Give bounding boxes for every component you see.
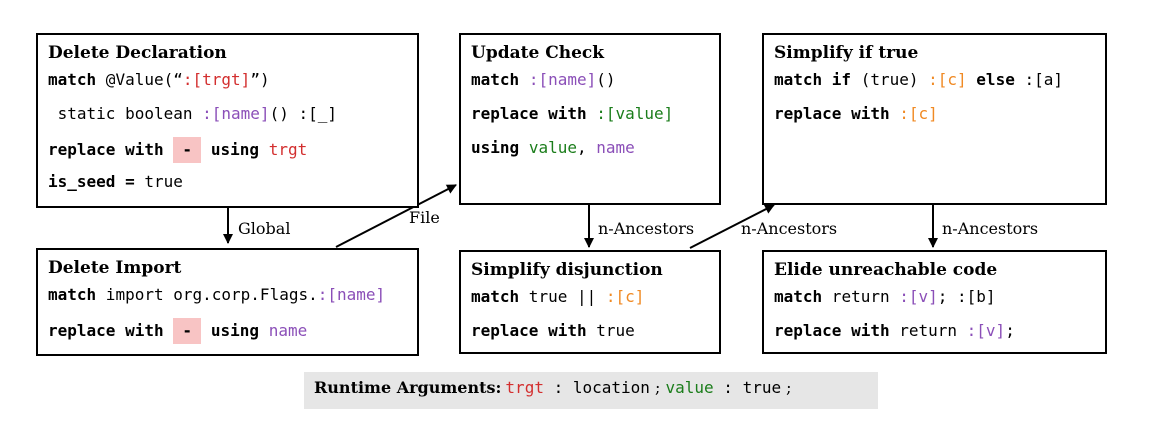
value-hole: :[value] [596,104,674,123]
match-line: match import org.corp.Flags.:[name] [48,284,417,318]
match-text: (true) [851,70,929,89]
edge-label-file: File [409,208,440,227]
rule-delete-import: Delete Import match import org.corp.Flag… [36,248,419,356]
rule-title: Delete Declaration [48,43,227,63]
match-text-2-end: () :[_] [269,104,337,123]
is-seed-value: true [144,172,183,191]
edge-label-global: Global [238,219,291,238]
c-hole: :[c] [605,287,645,306]
replace-line: replace with true [471,320,719,354]
rule-simplify-if-true: Simplify if true match if (true) :[c] el… [762,33,1107,205]
replace-keyword: replace with [471,104,587,123]
c-hole: :[c] [928,70,967,89]
match-keyword: match [48,70,97,89]
rule-elide-unreachable-code: Elide unreachable code match return :[v]… [762,250,1107,354]
using-var-trgt: trgt [268,140,308,159]
match-line: match @Value(“:[trgt]”) [48,69,417,103]
using-separator: , [576,138,597,157]
runtime-arg-trgt-value: location [572,378,650,397]
match-text: return [822,287,900,306]
match-line-2: static boolean :[name]() :[_] [48,103,417,137]
rule-title: Simplify disjunction [471,260,663,280]
using-keyword: using [210,140,260,159]
rule-title: Update Check [471,43,605,63]
empty-replacement: - [173,137,202,163]
rule-title: Delete Import [48,258,182,278]
v-hole: :[v] [966,321,1006,340]
runtime-arguments-title: Runtime Arguments: [314,378,502,397]
replace-keyword: replace with [48,321,164,340]
rule-delete-declaration: Delete Declaration match @Value(“:[trgt]… [36,33,419,208]
name-hole: :[name] [202,104,270,123]
match-line: match :[name]() [471,69,719,103]
match-text-end: :[a] [1014,70,1063,89]
c-hole: :[c] [899,104,938,123]
is-seed-keyword: is_seed = [48,172,135,191]
using-var-value: value [528,138,577,157]
replace-line: replace with return :[v]; [774,320,1105,354]
replace-text-end: ; [1005,321,1015,340]
name-hole: :[name] [528,70,597,89]
replace-keyword: replace with [774,321,890,340]
using-var-name: name [596,138,635,157]
match-text: () [596,70,616,89]
runtime-arguments-bar: Runtime Arguments: trgt : location ; val… [304,372,878,409]
runtime-arg-trgt-colon: : [543,378,573,397]
using-keyword: using [210,321,260,340]
rule-simplify-disjunction: Simplify disjunction match true || :[c] … [459,250,721,354]
match-line: match if (true) :[c] else :[a] [774,69,1105,103]
match-keyword: match [774,287,823,306]
match-text-end: ; :[b] [937,287,996,306]
match-text: @Value(“ [96,70,183,89]
using-line: using value, name [471,137,719,171]
replace-keyword: replace with [471,321,587,340]
rule-title: Elide unreachable code [774,260,998,280]
match-keyword: match if [774,70,852,89]
match-text: import org.corp.Flags. [96,285,318,304]
name-hole: :[name] [317,285,386,304]
replace-text: return [889,321,967,340]
runtime-arg-value-value: true [742,378,782,397]
using-var-name: name [268,321,308,340]
match-line: match return :[v]; :[b] [774,286,1105,320]
match-text-2: static boolean [48,104,203,123]
runtime-arg-value-colon: : [713,378,743,397]
match-keyword: match [48,285,97,304]
using-keyword: using [471,138,520,157]
rule-update-check: Update Check match :[name]() replace wit… [459,33,721,205]
rule-title: Simplify if true [774,43,919,63]
replace-keyword: replace with [48,140,164,159]
edge-file-arrow [335,184,457,248]
replace-line: replace with - using name [48,318,417,352]
v-hole: :[v] [899,287,938,306]
seed-line: is_seed = true [48,171,417,205]
match-line: match true || :[c] [471,286,719,320]
replace-keyword: replace with [774,104,890,123]
edge-n-ancestors-2-arrow [689,204,775,249]
runtime-separator-end: ; [781,378,792,397]
replace-line: replace with :[value] [471,103,719,137]
match-keyword: match [471,287,520,306]
runtime-arg-value-name: value [665,378,714,397]
runtime-arg-trgt-name: trgt [505,378,544,397]
edge-label-n-ancestors-1: n-Ancestors [598,219,695,238]
replace-line: replace with - using trgt [48,137,417,171]
else-keyword: else [976,70,1015,89]
trgt-hole: :[trgt] [182,70,251,89]
match-text-end: ”) [250,70,270,89]
replace-text: true [586,321,635,340]
match-keyword: match [471,70,520,89]
replace-line: replace with :[c] [774,103,1105,137]
match-text: true || [519,287,606,306]
empty-replacement: - [173,318,202,344]
edge-label-n-ancestors-2: n-Ancestors [741,219,838,238]
runtime-separator: ; [649,378,666,397]
edge-label-n-ancestors-3: n-Ancestors [942,219,1039,238]
